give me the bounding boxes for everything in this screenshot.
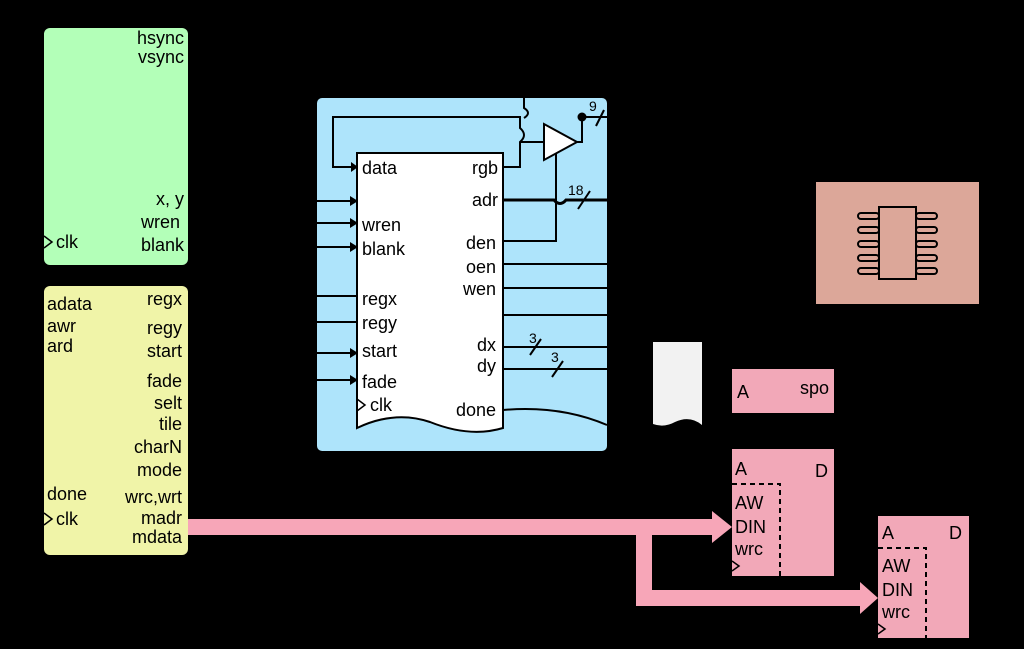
ctrl-done-label: done <box>47 484 87 504</box>
ctrl-selt-label: selt <box>154 393 182 413</box>
ram2-wrc-label: wrc <box>881 602 910 622</box>
dma-in-regx-label: regx <box>362 289 397 309</box>
ctrl-adata-label: adata <box>47 294 93 314</box>
dma-engine-block: 9 18 3 3 <box>317 98 608 451</box>
memory-bus-arrows <box>188 511 878 614</box>
ram2-aw-label: AW <box>882 556 910 576</box>
sync-blank-label: blank <box>141 235 185 255</box>
rgb-feedback-path <box>332 98 607 168</box>
dma-inner-module <box>356 152 504 433</box>
dma-out-dy-label: dy <box>477 356 496 376</box>
ram1-din-label: DIN <box>735 517 766 537</box>
bus-arrow-to-ram1 <box>188 511 732 543</box>
ram2-dashed-region <box>878 547 927 638</box>
dma-out-dx-label: dx <box>477 335 496 355</box>
ram1-aw-label: AW <box>735 493 763 513</box>
bus-arrow-to-ram2 <box>636 535 878 614</box>
memory-chip-icon <box>857 206 938 280</box>
dma-in-clk-label: clk <box>370 395 393 415</box>
document-icon <box>653 342 702 426</box>
sync-generator-block: hsync vsync x, y wren blank clk <box>43 28 188 265</box>
control-block: adata awr ard done clk regx regy start f… <box>43 286 188 555</box>
sync-clk-marker <box>43 235 54 249</box>
ctrl-madr-label: madr <box>141 508 182 528</box>
ctrl-clk-label: clk <box>56 509 79 529</box>
ctrl-charn-label: charN <box>134 437 182 457</box>
dma-input-arrowheads <box>350 196 358 385</box>
dma-in-fade-label: fade <box>362 372 397 392</box>
dma-out-adr-label: adr <box>472 190 498 210</box>
dma-in-start-label: start <box>362 341 397 361</box>
sram-chip-block <box>816 182 979 304</box>
dma-out-wen-label: wen <box>462 279 496 299</box>
bus-width-adr: 18 <box>568 182 584 198</box>
ram1-data-label: D <box>815 461 828 481</box>
ram1-clk-marker <box>731 560 741 572</box>
dma-in-wren-label: wren <box>361 215 401 235</box>
ram1-addr-label: A <box>735 459 747 479</box>
sync-hsync-label: hsync <box>137 28 184 48</box>
ctrl-ard-label: ard <box>47 336 73 356</box>
bus-slash-dx <box>529 338 542 356</box>
buffer-enable-line <box>503 154 557 242</box>
rom-block: A spo <box>732 369 834 413</box>
dma-in-blank-label: blank <box>362 239 406 259</box>
ctrl-clk-marker <box>43 512 54 526</box>
bus-width-dy: 3 <box>551 349 559 365</box>
sync-xy-label: x, y <box>156 189 184 209</box>
ctrl-wrcwrt-label: wrc,wrt <box>124 487 182 507</box>
bus-slash-adr <box>577 190 591 210</box>
ctrl-regy-label: regy <box>147 318 182 338</box>
dma-in-data-label: data <box>362 158 398 178</box>
dma-in-regy-label: regy <box>362 313 397 333</box>
dma-input-lines <box>317 200 357 381</box>
ctrl-regx-label: regx <box>147 289 182 309</box>
ctrl-mode-label: mode <box>137 460 182 480</box>
ctrl-awr-label: awr <box>47 316 76 336</box>
done-line <box>502 408 608 426</box>
rom-out-label: spo <box>800 378 829 398</box>
dma-out-done-label: done <box>456 400 496 420</box>
ctrl-fade-label: fade <box>147 371 182 391</box>
ram2-addr-label: A <box>882 523 894 543</box>
sync-vsync-label: vsync <box>138 47 184 67</box>
sync-wren-label: wren <box>140 212 180 232</box>
rom-addr-label: A <box>737 382 749 402</box>
bus-slash-rgb <box>595 109 605 127</box>
ctrl-tile-label: tile <box>159 414 182 434</box>
ram2-clk-marker <box>877 623 887 635</box>
ram2-data-label: D <box>949 523 962 543</box>
dma-out-oen-label: oen <box>466 257 496 277</box>
dma-out-rgb-label: rgb <box>472 158 498 178</box>
dma-clk-marker <box>356 398 367 412</box>
bus-width-rgb: 9 <box>589 98 597 114</box>
sync-clk-label: clk <box>56 232 79 252</box>
bus-width-dx: 3 <box>529 330 537 346</box>
ram1-dashed-region <box>732 483 781 576</box>
rgb-junction-dot <box>577 112 587 122</box>
ram-block-1: A D AW DIN wrc <box>731 449 834 576</box>
dma-out-den-label: den <box>466 233 496 253</box>
tri-state-buffer <box>543 122 580 162</box>
dma-input-arrow-data <box>351 162 358 172</box>
adr-bus <box>503 198 607 205</box>
ram-block-2: A D AW DIN wrc <box>877 516 969 638</box>
ram1-wrc-label: wrc <box>734 539 763 559</box>
ctrl-mdata-label: mdata <box>132 527 183 547</box>
ctrl-start-label: start <box>147 341 182 361</box>
ram2-din-label: DIN <box>882 580 913 600</box>
bus-slash-dy <box>551 360 564 378</box>
